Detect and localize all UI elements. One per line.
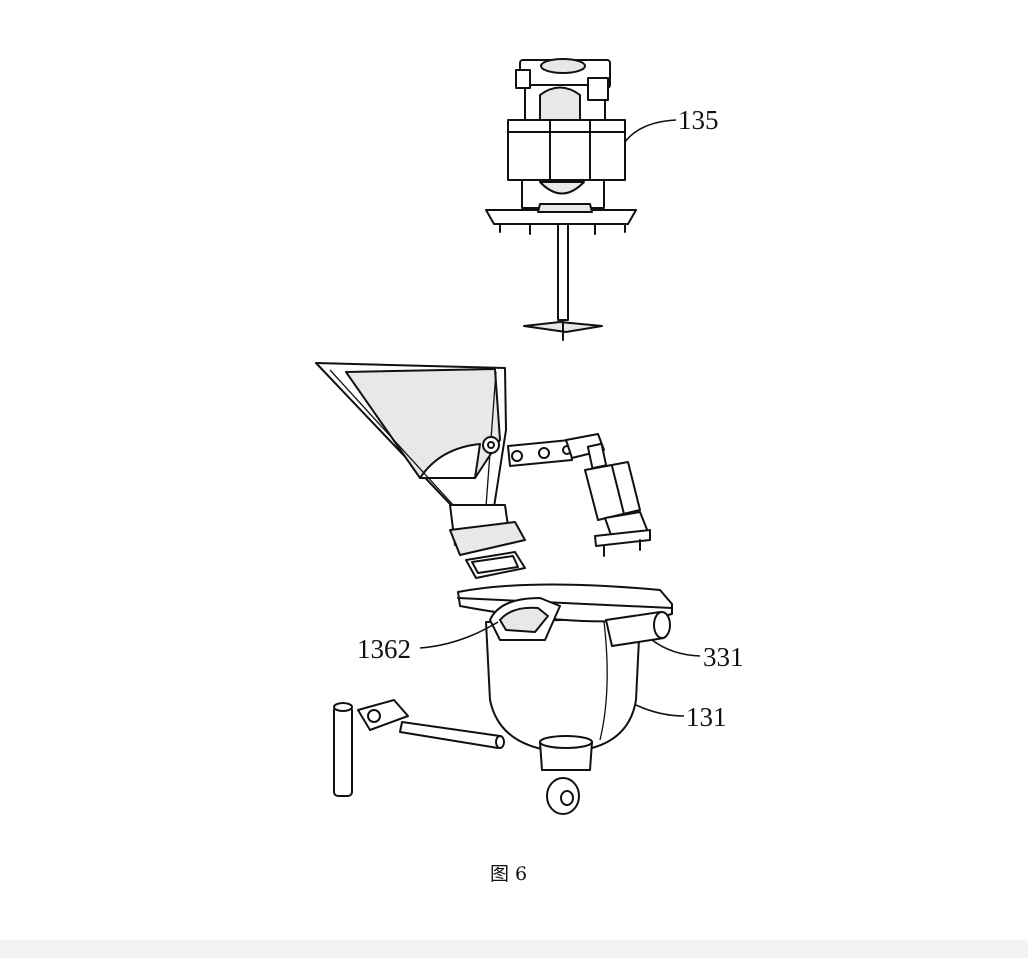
leader-line-1362 xyxy=(419,621,499,649)
ring-icon xyxy=(546,777,580,815)
bowl-container-icon xyxy=(457,583,673,771)
label-131: 131 xyxy=(686,702,727,732)
label-1362: 1362 xyxy=(357,634,411,664)
bottom-strip xyxy=(0,940,1028,958)
pin-icon xyxy=(333,702,353,797)
leader-line-331 xyxy=(651,639,701,657)
figure-caption: 图 6 xyxy=(490,863,527,885)
leader-line-131 xyxy=(635,704,685,717)
label-331: 331 xyxy=(703,642,744,672)
actuator-cylinder-icon xyxy=(584,442,651,557)
shaft-icon xyxy=(357,699,505,749)
label-135: 135 xyxy=(678,105,719,135)
motor-assembly-icon xyxy=(485,58,637,341)
leader-line-135 xyxy=(624,119,677,143)
funnel-icon xyxy=(315,362,526,579)
linkage-arm-icon xyxy=(507,433,605,467)
